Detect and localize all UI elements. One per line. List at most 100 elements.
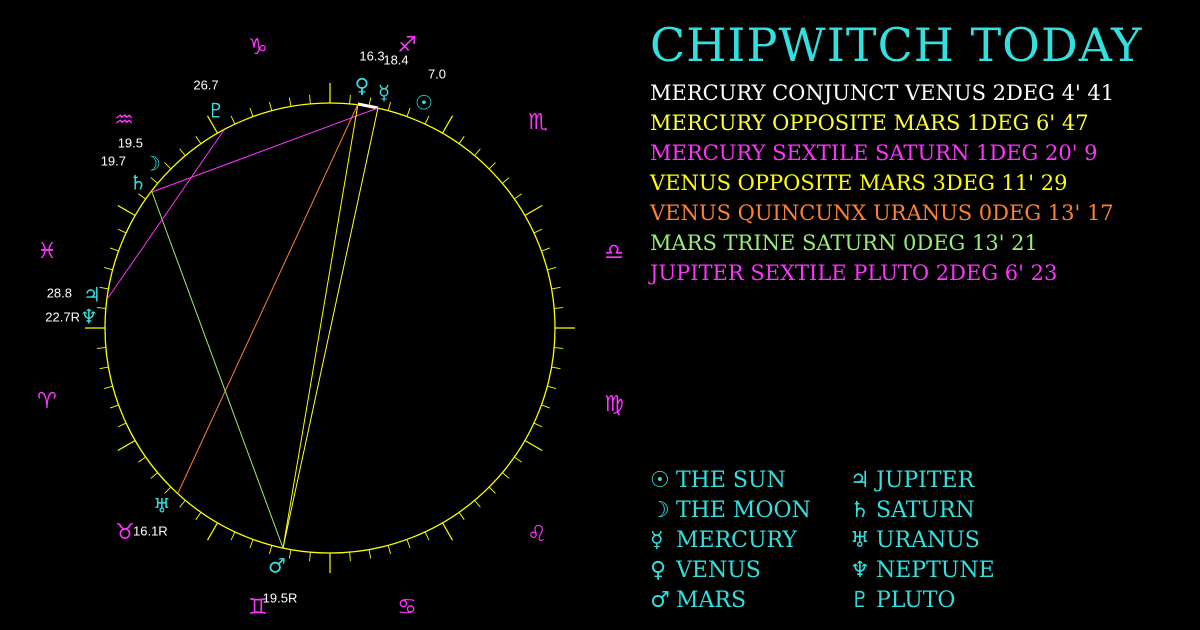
wheel-tick: [524, 439, 543, 452]
wheel-tick: [349, 552, 351, 562]
wheel-tick: [96, 307, 106, 309]
legend-label: THE MOON: [676, 498, 811, 523]
wheel-tick: [524, 204, 543, 217]
legend-item-pluto: ♇PLUTO: [850, 588, 955, 613]
wheel-tick: [96, 347, 106, 349]
sun-icon: ☉: [415, 91, 433, 115]
wheel-tick: [99, 286, 109, 290]
legend-item-mercury: ☿ MERCURY: [650, 528, 797, 553]
gemini-sign-icon: ♊: [248, 595, 268, 620]
wheel-tick: [547, 267, 557, 271]
aspect-item: VENUS OPPOSITE MARS 3DEG 11' 29: [650, 171, 1068, 195]
venus-degree-label: 16.3: [359, 48, 384, 63]
wheel-tick: [551, 286, 561, 290]
wheel-tick: [458, 136, 465, 144]
jupiter-icon: ♃: [850, 468, 870, 493]
wheel-tick: [547, 385, 557, 389]
aquarius-sign-icon: ♒: [114, 108, 134, 133]
aspect-line-mercury-saturn: [151, 107, 379, 193]
legend-item-neptune: ♆NEPTUNE: [850, 558, 995, 583]
uranus-degree-label: 16.1R: [133, 523, 168, 538]
uranus-icon: ♅: [850, 528, 870, 553]
wheel-tick: [195, 512, 202, 520]
legend-item-moon: ☽THE MOON: [650, 498, 811, 523]
wheel-tick: [541, 404, 551, 409]
wheel-tick: [533, 422, 543, 428]
legend-label: MARS: [676, 588, 747, 613]
legend-item-jupiter: ♃JUPITER: [850, 468, 974, 493]
scorpio-sign-icon: ♏: [528, 110, 548, 135]
wheel-tick: [249, 107, 254, 117]
aspect-line-jupiter-pluto: [107, 129, 225, 299]
pisces-sign-icon: ♓: [37, 239, 57, 264]
legend-item-venus: ♀ VENUS: [650, 558, 761, 583]
pluto-icon: ♇: [207, 99, 225, 123]
wheel-tick: [474, 148, 481, 156]
legend-label: SATURN: [876, 498, 975, 523]
wheel-tick: [533, 228, 543, 234]
legend-label: PLUTO: [876, 588, 956, 613]
wheel-tick: [230, 531, 236, 541]
wheel-tick: [179, 148, 186, 156]
mercury-degree-label: 18.4: [383, 52, 408, 67]
venus-icon: ♀: [650, 558, 667, 583]
wheel-tick: [309, 94, 311, 104]
aspect-item: MARS TRINE SATURN 0DEG 13' 21: [650, 231, 1038, 255]
wheel-tick: [514, 193, 522, 200]
virgo-sign-icon: ♍: [604, 392, 624, 417]
wheel-tick: [424, 531, 430, 541]
aspect-item: MERCURY CONJUNCT VENUS 2DEG 4' 41: [650, 81, 1115, 105]
cancer-sign-icon: ♋: [397, 595, 417, 620]
leo-sign-icon: ♌: [527, 522, 547, 547]
moon-icon: ☽: [143, 152, 161, 176]
mercury-icon: ☿: [650, 528, 664, 553]
saturn-degree-label: 19.5: [118, 135, 143, 150]
wheel-tick: [309, 552, 311, 562]
wheel-tick: [117, 422, 127, 428]
wheel-tick: [349, 94, 351, 104]
wheel-tick: [206, 522, 219, 541]
natal-chart-wheel: ♑♐♏♎♍♌♋♊♉♈♓♒ ☉☽☿♀♂♃♄♅♆♇ 7.019.718.416.31…: [37, 33, 624, 620]
neptune-icon: ♆: [850, 558, 870, 583]
legend-label: THE SUN: [676, 468, 786, 493]
wheel-tick: [138, 456, 146, 463]
zodiac-wheel-circle: [104, 102, 556, 554]
wheel-tick: [117, 228, 127, 234]
neptune-icon: ♆: [80, 305, 98, 329]
wheel-tick: [195, 136, 202, 144]
aspect-line-mercury-venus: [357, 102, 379, 110]
aspect-line-mercury-mars: [282, 107, 379, 549]
legend-item-uranus: ♅URANUS: [850, 528, 980, 553]
moon-icon: ☽: [650, 498, 670, 523]
uranus-icon: ♅: [153, 494, 171, 518]
wheel-tick: [514, 456, 522, 463]
wheel-tick: [551, 366, 561, 370]
libra-sign-icon: ♎: [604, 240, 624, 265]
wheel-tick: [554, 307, 564, 309]
legend-label: VENUS: [676, 558, 761, 583]
aspect-item: MERCURY OPPOSITE MARS 1DEG 6' 47: [650, 111, 1089, 135]
mars-icon: ♂: [268, 554, 286, 578]
mars-degree-label: 19.5R: [263, 590, 298, 605]
wheel-tick: [406, 107, 411, 117]
wheel-tick: [406, 539, 411, 549]
saturn-icon: ♄: [129, 171, 147, 195]
taurus-sign-icon: ♉: [115, 520, 135, 545]
aspect-lines: [107, 102, 379, 549]
wheel-tick: [441, 522, 454, 541]
wheel-tick: [117, 439, 136, 452]
wheel-tick: [109, 404, 119, 409]
wheel-tick: [368, 549, 372, 559]
mercury-icon: ☿: [378, 81, 390, 105]
wheel-tick: [441, 115, 454, 134]
wheel-tick: [150, 472, 158, 479]
wheel-tick: [541, 247, 551, 252]
page-title: CHIPWITCH TODAY: [650, 18, 1143, 72]
aspect-list: MERCURY CONJUNCT VENUS 2DEG 4' 41 MERCUR…: [650, 78, 1114, 288]
legend-label: MERCURY: [676, 528, 797, 553]
wheel-tick: [138, 193, 146, 200]
wheel-tick: [458, 512, 465, 520]
wheel-tick: [117, 204, 136, 217]
legend-label: NEPTUNE: [876, 558, 995, 583]
moon-degree-label: 19.7: [101, 153, 126, 168]
